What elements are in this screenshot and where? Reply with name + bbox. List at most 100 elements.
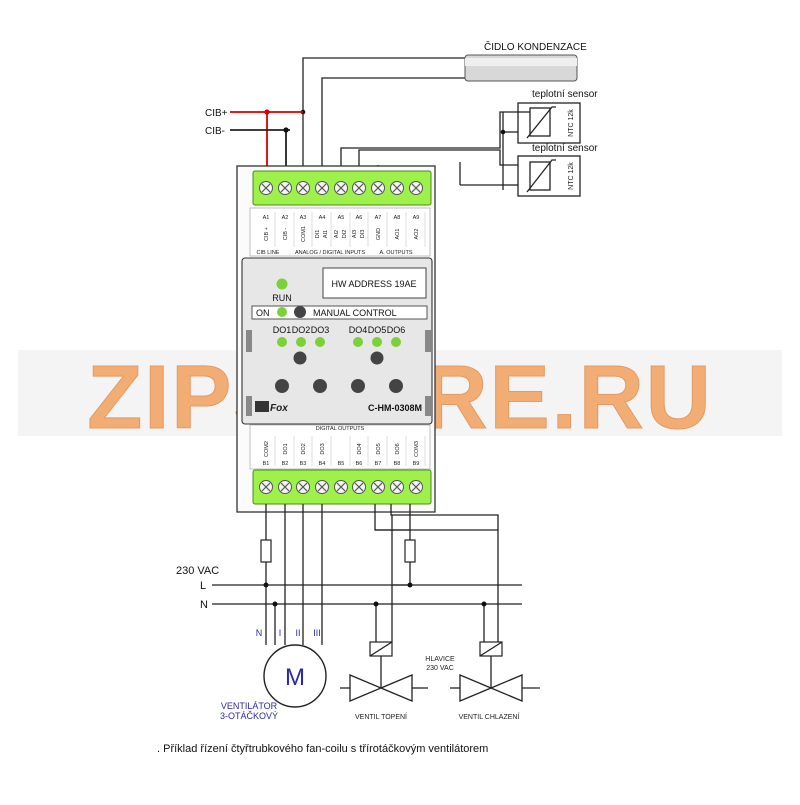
do5-led	[372, 337, 382, 347]
top-terminal-signal: AO2	[414, 228, 420, 239]
do2-led	[296, 337, 306, 347]
top-group-cib-line: CIB LINE	[257, 250, 280, 256]
hw-address: HW ADDRESS 19AE	[331, 279, 416, 289]
bottom-terminal-number: B6	[356, 461, 363, 467]
top-terminal-signal-b: AI1	[323, 230, 329, 238]
bottom-terminal-number: B4	[319, 461, 326, 467]
bottom-terminal-signal: DO2	[301, 443, 307, 454]
bottom-terminal-number: B9	[413, 461, 420, 467]
top-terminal-number: A1	[263, 215, 270, 221]
bottom-terminal-screw-6	[352, 480, 366, 494]
bottom-terminal-number: B1	[263, 461, 270, 467]
do5-label: DO5	[368, 325, 387, 335]
model-label: C-HM-0308M	[368, 403, 422, 413]
top-terminal-screw-7	[371, 181, 385, 195]
top-terminal-number: A9	[413, 215, 420, 221]
top-terminal-number: A7	[375, 215, 382, 221]
manual-button[interactable]	[294, 306, 306, 318]
brand-logo: Fox	[270, 403, 288, 414]
top-terminal-signal: AI2	[334, 230, 340, 238]
manual-control-label: MANUAL CONTROL	[313, 308, 397, 318]
bottom-group-outputs: DIGITAL OUTPUTS	[316, 426, 365, 432]
do1-label: DO1	[273, 325, 292, 335]
bottom-terminal-number: B5	[338, 461, 345, 467]
top-terminal-signal: COM1	[301, 226, 307, 242]
top-terminal-screw-8	[390, 181, 404, 195]
top-terminal-screw-4	[315, 181, 329, 195]
do2-button[interactable]	[293, 351, 307, 365]
motor-symbol: M	[285, 664, 305, 691]
condensation-sensor-label: ČIDLO KONDENZACE	[484, 40, 587, 53]
temp-sensor-1-label: teplotní sensor	[532, 89, 598, 100]
top-terminal-signal: CIB +	[264, 227, 270, 241]
bottom-terminal-signal: DO6	[395, 443, 401, 454]
do6-button[interactable]	[389, 379, 403, 393]
temp-sensor-2-type: NTC 12k	[568, 162, 575, 190]
run-led	[276, 278, 288, 290]
top-terminal-signal: GND	[376, 228, 382, 240]
do6-label: DO6	[387, 325, 406, 335]
valve-head-label: HLAVICE 230 VAC	[425, 656, 455, 672]
power-lines: 230 VAC L N	[176, 565, 522, 611]
motor-terminal-1: I	[279, 628, 282, 638]
top-terminal-screw-1	[259, 181, 273, 195]
motor-label-2: 3-OTÁČKOVÝ	[220, 711, 278, 721]
temp-sensor-1: teplotní sensor NTC 12k	[517, 89, 598, 144]
bottom-terminal-screw-9	[409, 480, 423, 494]
top-terminal-screw-3	[296, 181, 310, 195]
top-terminal-signal: AI3	[352, 230, 358, 238]
bottom-terminal-number: B2	[282, 461, 289, 467]
motor-terminal-2: II	[295, 628, 300, 638]
valve-head-line2: 230 VAC	[426, 665, 454, 672]
top-terminal-number: A2	[282, 215, 289, 221]
top-terminal-signal-b: DI2	[342, 230, 348, 239]
top-terminal-screw-2	[278, 181, 292, 195]
motor-terminal-n: N	[256, 628, 263, 638]
top-terminal-screw-6	[352, 181, 366, 195]
top-terminal-signal-b: DI3	[360, 230, 366, 239]
bottom-terminal-number: B7	[375, 461, 382, 467]
cib-minus-label: CIB-	[205, 126, 225, 137]
cooling-valve-label: VENTIL CHLAZENÍ	[459, 712, 520, 721]
bottom-terminal-screw-8	[390, 480, 404, 494]
bottom-terminal-signal: DO4	[357, 443, 363, 454]
bottom-terminal-signal: DO3	[320, 443, 326, 454]
bottom-terminal-screw-2	[278, 480, 292, 494]
bottom-terminal-screw-4	[315, 480, 329, 494]
caption: . Příklad řízení čtyřtrubkového fan-coil…	[157, 743, 488, 755]
top-terminal-signal: DI1	[315, 230, 321, 239]
do3-led	[315, 337, 325, 347]
top-terminal-signal: CIB -	[283, 228, 289, 241]
top-terminal-screw-9	[409, 181, 423, 195]
bottom-terminal-screw-7	[371, 480, 385, 494]
do4-button[interactable]	[351, 379, 365, 393]
on-led	[277, 307, 287, 317]
fan-motor: N I II III M VENTILÁTOR 3-OTÁČKOVÝ	[220, 628, 327, 721]
top-terminal-number: A5	[338, 215, 345, 221]
temp-sensor-2: teplotní sensor NTC 12k	[517, 143, 598, 197]
heating-valve: VENTIL TOPENÍ	[340, 641, 428, 721]
neutral-label: N	[200, 599, 208, 611]
motor-label-1: VENTILÁTOR	[221, 701, 278, 711]
output-wiring	[260, 504, 499, 645]
do4-led	[353, 337, 363, 347]
bottom-terminal-signal: COM2	[264, 441, 270, 457]
top-terminal-signal: AO1	[395, 228, 401, 239]
top-terminal-number: A3	[300, 215, 307, 221]
cooling-valve: VENTIL CHLAZENÍ	[450, 641, 540, 721]
top-terminal-number: A4	[319, 215, 326, 221]
top-terminal-screw-5	[334, 181, 348, 195]
do5-button[interactable]	[370, 351, 384, 365]
do3-button[interactable]	[313, 379, 327, 393]
voltage-label: 230 VAC	[176, 565, 219, 577]
bottom-terminal-signal: DO5	[376, 443, 382, 454]
bottom-terminal-signal: DO1	[283, 443, 289, 454]
do1-button[interactable]	[275, 379, 289, 393]
condensation-sensor: ČIDLO KONDENZACE	[464, 40, 587, 82]
bottom-terminal-signal: COM3	[414, 441, 420, 457]
top-group-inputs: ANALOG / DIGITAL INPUTS	[295, 250, 365, 256]
cib-plus-label: CIB+	[205, 108, 228, 119]
do6-led	[391, 337, 401, 347]
bottom-terminal-screw-1	[259, 480, 273, 494]
